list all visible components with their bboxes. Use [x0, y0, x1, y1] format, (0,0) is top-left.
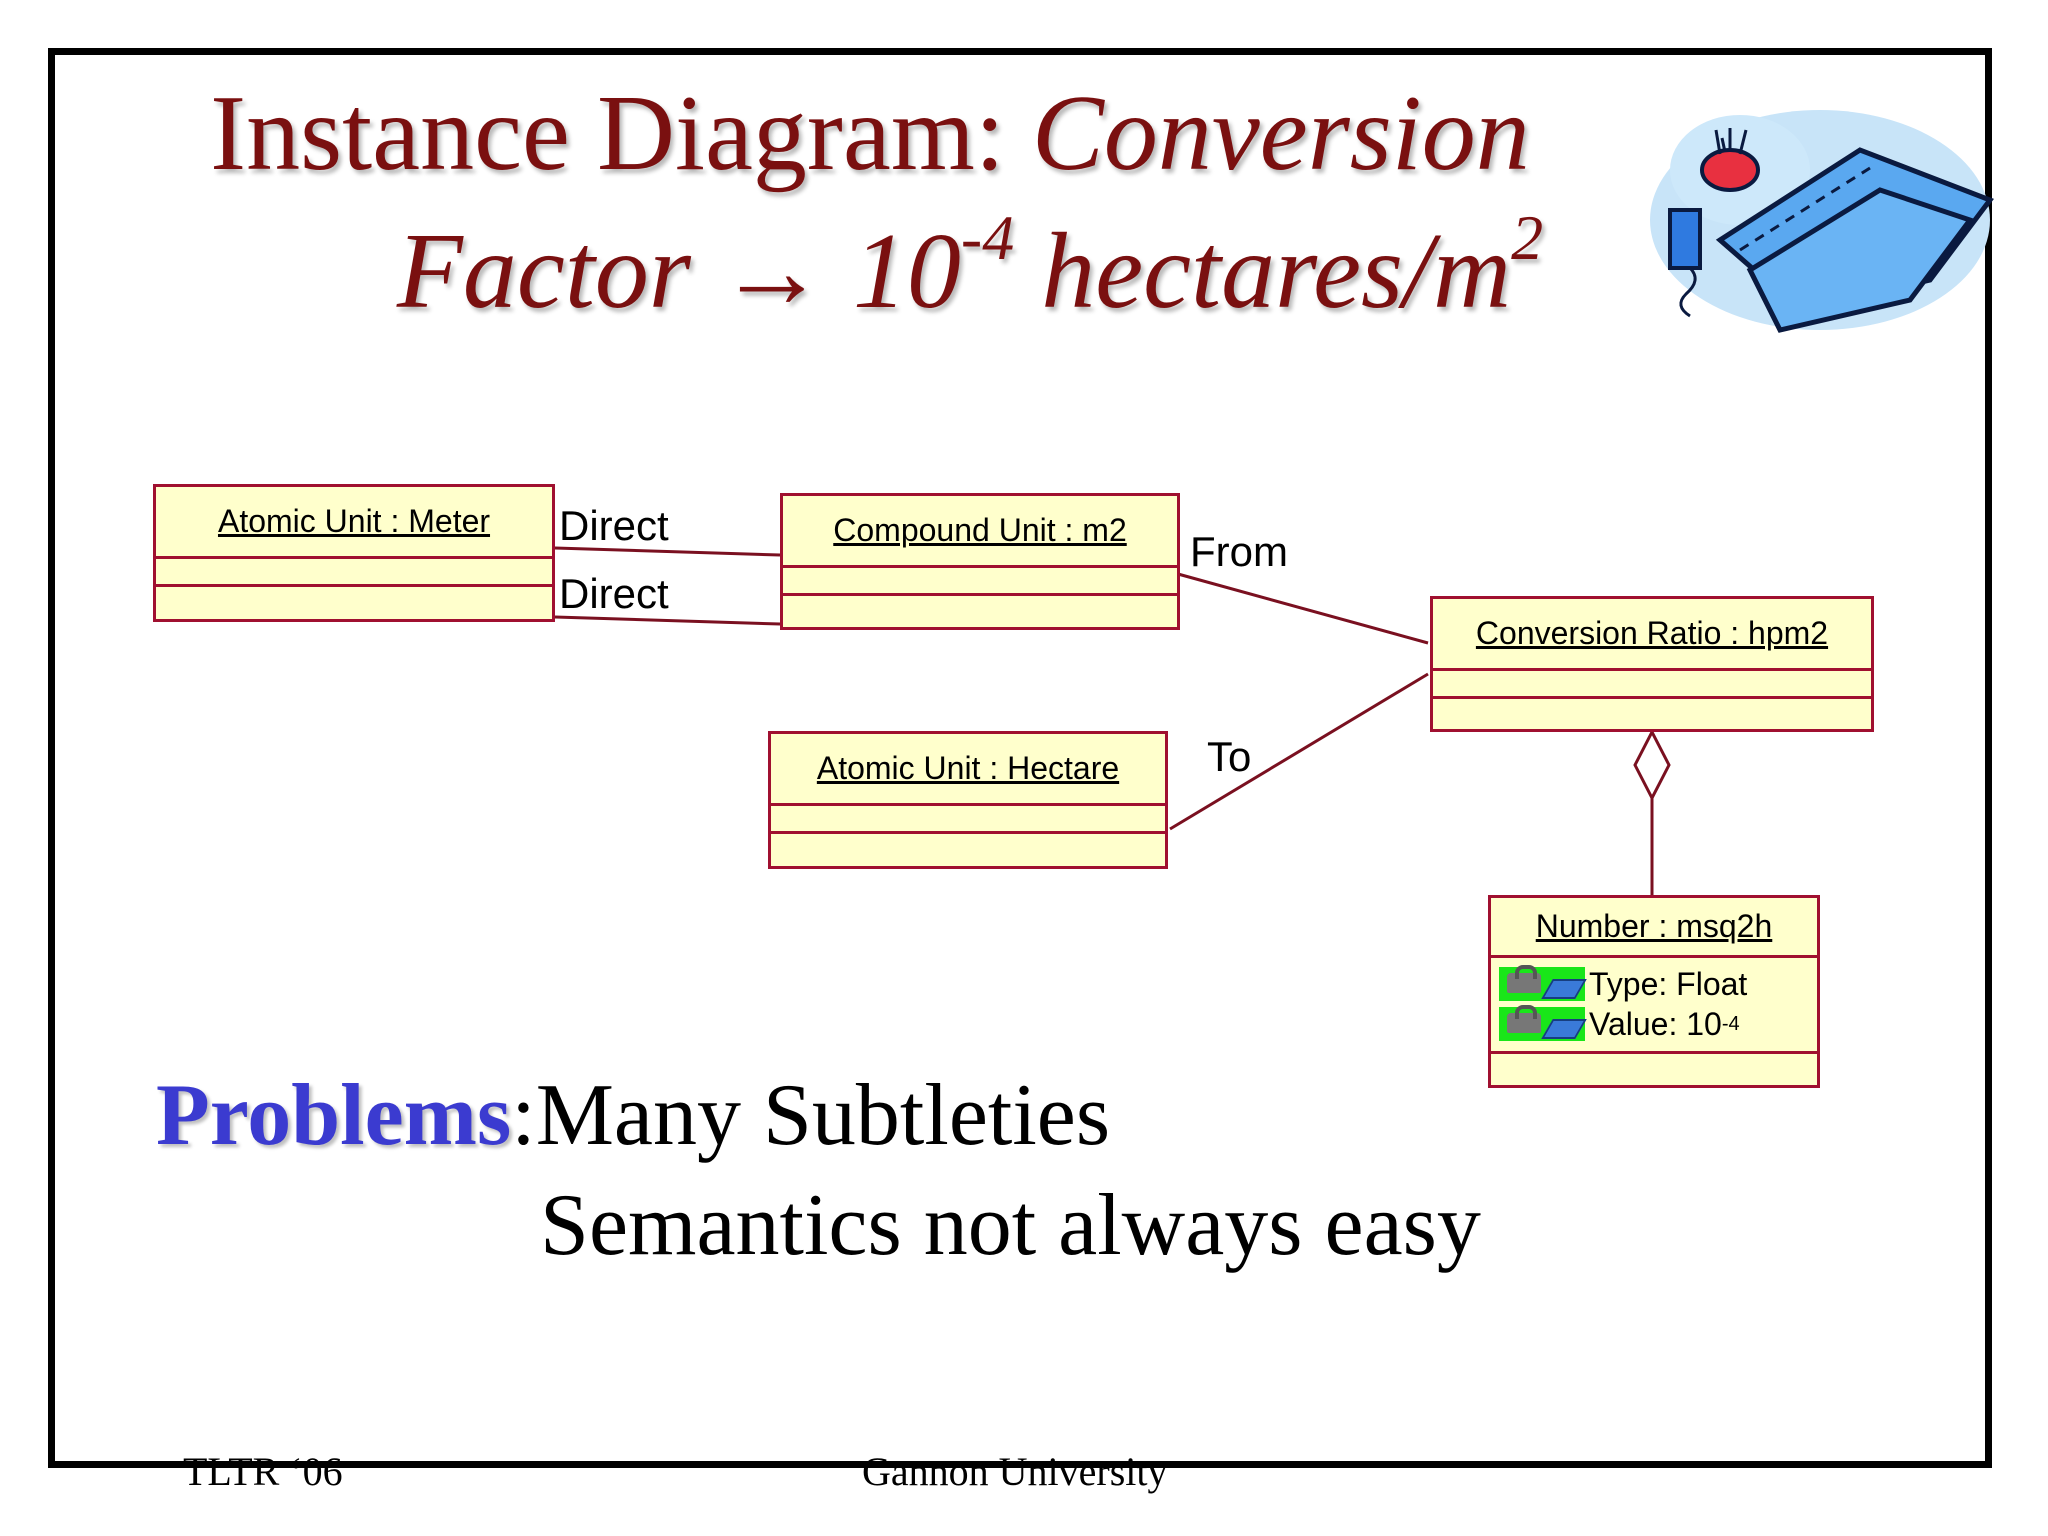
title-factor: Factor → 10	[396, 212, 961, 331]
attribute-icon	[1499, 965, 1587, 1001]
box-title: Compound Unit : m2	[783, 496, 1177, 568]
footer-left: TLTR ‘06	[183, 1449, 343, 1494]
box-compound-m2: Compound Unit : m2	[780, 493, 1180, 630]
problems-keyword: Problems	[156, 1067, 512, 1164]
label-direct-1: Direct	[559, 502, 669, 549]
box-operations	[156, 587, 552, 615]
box-title: Conversion Ratio : hpm2	[1433, 599, 1871, 671]
attr-type-text: Type: Float	[1589, 965, 1748, 1002]
box-atomic-hectare: Atomic Unit : Hectare	[768, 731, 1168, 869]
box-title: Number : msq2h	[1491, 898, 1817, 958]
direct-link-2	[554, 615, 781, 626]
attr-type: Type: Float	[1491, 964, 1817, 1004]
attr-value-text: Value: 10	[1589, 1005, 1722, 1042]
direct-link-1	[554, 546, 781, 557]
to-link	[1169, 672, 1429, 831]
footer-center: Gannon University	[862, 1449, 1168, 1494]
problem-item-1: Many Subtleties	[535, 1067, 1111, 1164]
box-conversion-ratio: Conversion Ratio : hpm2	[1430, 596, 1874, 732]
sewing-fabric-icon	[1650, 110, 1994, 333]
label-to: To	[1207, 733, 1252, 780]
attr-value: Value: 10-4	[1491, 1004, 1817, 1044]
title-unit: hectares/m	[1014, 212, 1512, 331]
box-attributes	[783, 568, 1177, 596]
box-number: Number : msq2h Type: Float Value: 10-4	[1488, 895, 1820, 1088]
box-attributes: Type: Float Value: 10-4	[1491, 958, 1817, 1054]
box-atomic-meter: Atomic Unit : Meter	[153, 484, 555, 622]
box-title: Atomic Unit : Meter	[156, 487, 552, 559]
label-from: From	[1190, 528, 1288, 575]
box-attributes	[1433, 671, 1871, 699]
from-link	[1177, 572, 1429, 645]
problems-line1: Problems:Many Subtleties	[156, 1065, 1110, 1166]
box-title: Atomic Unit : Hectare	[771, 734, 1165, 806]
box-attributes	[771, 806, 1165, 834]
slide-title-line2: Factor → 10-4 hectares/m2	[70, 206, 1870, 326]
slide-title-line1: Instance Diagram: Conversion	[70, 80, 1670, 188]
label-direct-2: Direct	[559, 570, 669, 617]
attribute-icon	[1499, 1005, 1587, 1041]
title-unit-exponent: 2	[1511, 202, 1544, 273]
aggregation-diamond	[1633, 728, 1671, 802]
problem-item-2: Semantics not always easy	[540, 1177, 1481, 1274]
box-operations	[1433, 699, 1871, 727]
title-text: Instance Diagram:	[210, 74, 1032, 193]
box-attributes	[156, 559, 552, 587]
title-text-italic: Conversion	[1031, 74, 1530, 193]
title-exponent: -4	[960, 202, 1015, 273]
problems-colon: :	[511, 1067, 536, 1164]
box-operations	[771, 834, 1165, 862]
box-operations	[783, 596, 1177, 624]
